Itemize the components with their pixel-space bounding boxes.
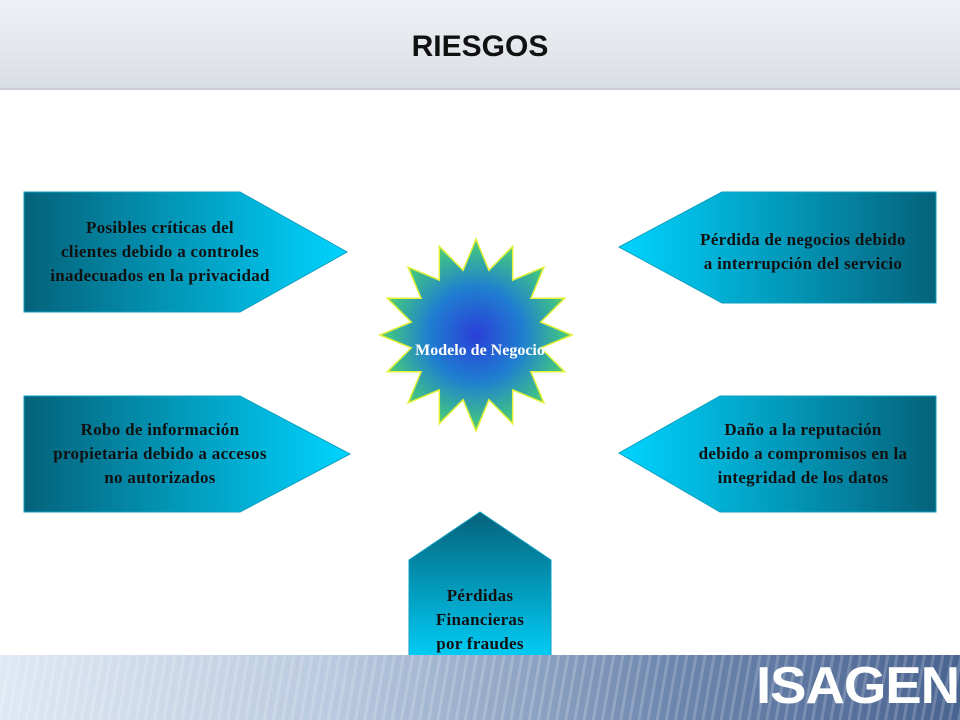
text-line: Daño a la reputación <box>724 420 882 439</box>
risk-bottom-left-text: Robo de información propietaria debido a… <box>24 418 296 490</box>
risk-top-left-text: Posibles críticas del clientes debido a … <box>24 216 296 288</box>
header-divider <box>0 88 960 90</box>
text-line: a interrupción del servicio <box>703 254 903 273</box>
page-title: RIESGOS <box>411 30 549 63</box>
footer-texture <box>0 655 960 720</box>
text-line: propietaria debido a accesos <box>53 444 267 463</box>
header-band <box>0 0 960 88</box>
arrow-top-right <box>617 191 937 304</box>
text-line: inadecuados en la privacidad <box>50 266 270 285</box>
center-label: Modelo de Negocio <box>415 342 545 359</box>
text-line: Posibles críticas del <box>86 218 234 237</box>
footer-band <box>0 655 960 720</box>
risk-bottom-right-text: Daño a la reputación debido a compromiso… <box>668 418 938 490</box>
text-line: Pérdida de negocios debido <box>700 230 906 249</box>
burst-shape <box>378 237 574 433</box>
risk-bottom-center-text: Pérdidas Financieras por fraudes <box>410 584 550 656</box>
text-line: Financieras <box>435 610 525 629</box>
text-line: Robo de información <box>80 420 240 439</box>
text-line: clientes debido a controles <box>60 242 260 261</box>
text-line: debido a compromisos en la <box>698 444 908 463</box>
company-logo: ISAGEN <box>756 657 960 715</box>
text-line: no autorizados <box>104 468 216 487</box>
arrow-bottom-right <box>617 395 937 513</box>
arrow-bottom-left <box>23 395 352 513</box>
arrow-top-left <box>23 191 349 313</box>
text-line: por fraudes <box>436 634 524 653</box>
text-line: Pérdidas <box>446 586 514 605</box>
text-line: integridad de los datos <box>717 468 889 487</box>
risk-top-right-text: Pérdida de negocios debido a interrupció… <box>668 228 938 276</box>
